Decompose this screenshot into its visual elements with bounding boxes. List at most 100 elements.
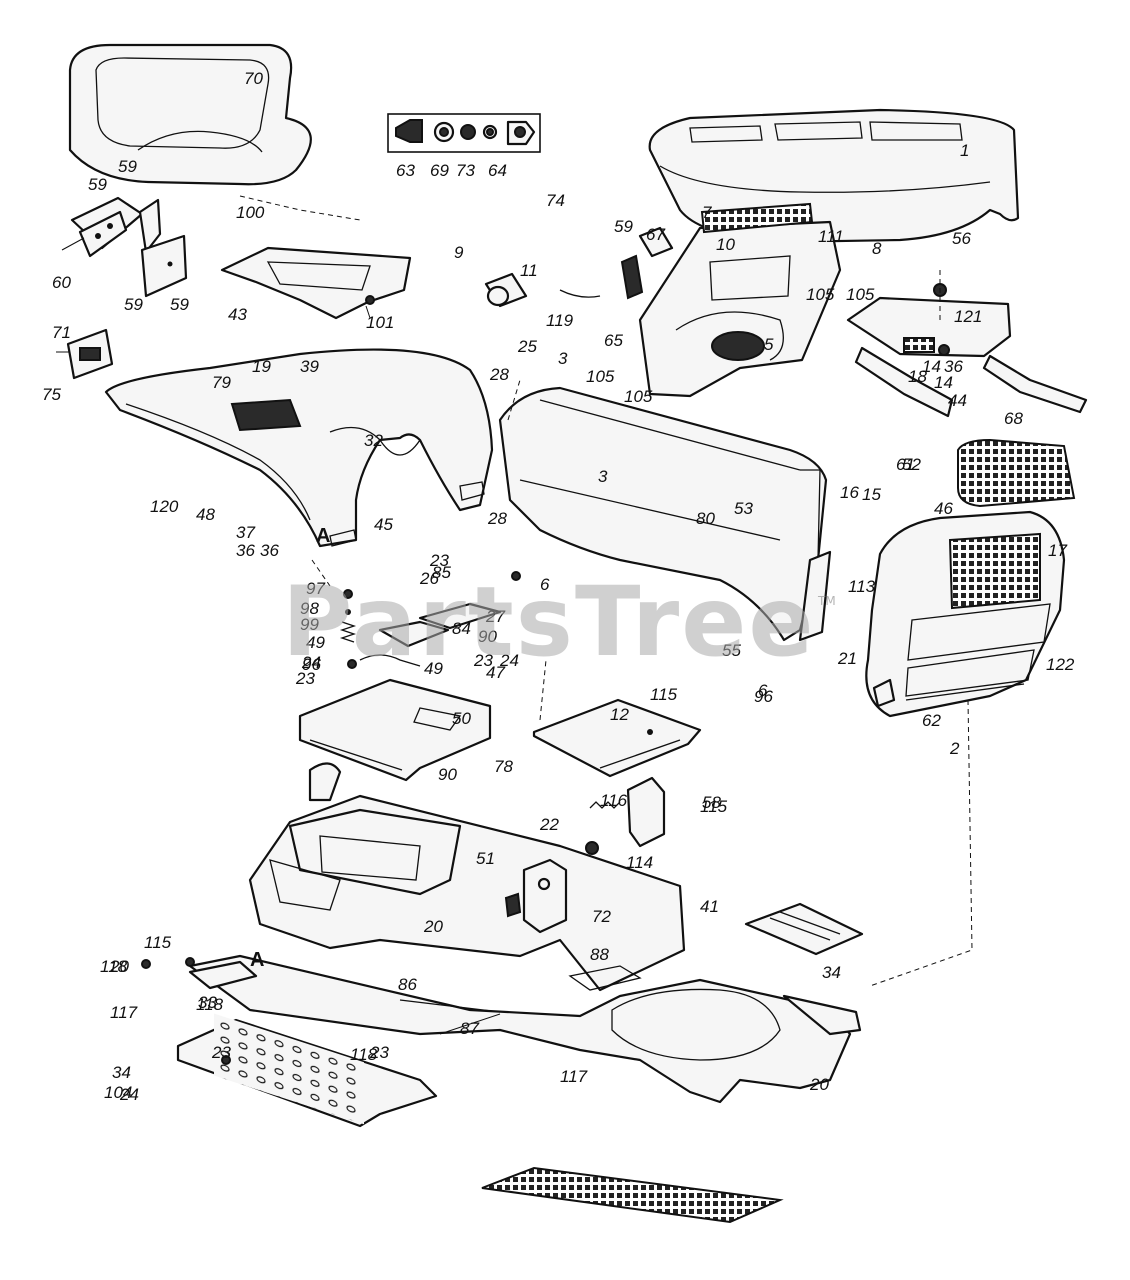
callout-23: 23 [295,669,315,688]
drawbar-bracket-part[interactable] [141,957,258,990]
callout-101: 101 [366,313,394,332]
footrest-mat-part[interactable] [481,1166,784,1224]
callout-22: 22 [539,815,559,834]
callout-52: 52 [902,455,921,474]
callout-97: 97 [306,579,325,598]
callout-2: 2 [949,739,960,758]
callout-9: 9 [454,243,464,262]
callout-55: 55 [722,641,741,660]
footrest-left-part[interactable] [176,1013,438,1128]
callout-25: 25 [517,337,537,356]
callout-61: 61 [896,455,915,474]
watermark-trademark: TM [818,594,836,608]
callout-51: 51 [476,849,495,868]
callout-64: 64 [488,161,507,180]
callout-59: 59 [124,295,143,314]
callout-116: 116 [600,791,628,810]
callout-115: 115 [650,685,678,704]
callout-6: 6 [758,681,768,700]
frame-part[interactable] [248,762,686,992]
callout-37: 37 [236,523,255,542]
callout-74: 74 [546,191,565,210]
callout-24: 24 [301,653,321,672]
callout-58: 58 [702,793,721,812]
switch-part[interactable] [56,328,114,380]
callout-87: 87 [460,1019,479,1038]
callout-90: 90 [438,765,457,784]
callout-117: 117 [560,1067,588,1086]
dash-panel-part[interactable] [498,386,832,642]
callout-122: 122 [1046,655,1075,674]
callout-8: 8 [872,239,882,258]
callout-80: 80 [696,509,715,528]
callout-115: 115 [144,933,172,952]
callout-27: 27 [485,607,505,626]
callout-113: 113 [848,577,876,596]
ignition-kit-part[interactable] [387,113,541,153]
callout-24: 24 [499,651,519,670]
callout-59: 59 [614,217,633,236]
reference-letter-a: A [316,525,330,547]
callout-115: 115 [700,797,728,816]
console-small-parts[interactable] [484,226,674,308]
callout-14: 14 [922,357,941,376]
callout-72: 72 [592,907,611,926]
battery-tray-part[interactable] [846,283,1088,418]
callout-19: 19 [252,357,271,376]
callout-60: 60 [52,273,71,292]
callout-63: 63 [396,161,415,180]
callout-23: 23 [211,1043,231,1062]
callout-28: 28 [487,509,507,528]
reference-letter-a: A [250,949,264,971]
callout-69: 69 [430,161,449,180]
callout-105: 105 [586,367,615,386]
callout-44: 44 [948,391,967,410]
callout-46: 46 [934,499,953,518]
fender-part[interactable] [104,348,494,548]
grille-part[interactable] [957,438,1076,508]
seat-part[interactable] [68,43,312,186]
brake-bracket-part[interactable] [504,776,666,934]
callout-111: 111 [818,227,844,246]
callout-34: 34 [822,963,841,982]
callout-7: 7 [702,203,712,222]
callout-114: 114 [626,853,653,872]
callout-118: 118 [196,995,224,1014]
nose-assembly-part[interactable] [865,510,1066,718]
linkage-parts[interactable] [339,571,521,717]
callout-119: 119 [546,311,574,330]
steering-console-part[interactable] [638,202,842,398]
callout-17: 17 [1048,541,1067,560]
callout-59: 59 [170,295,189,314]
callout-86: 86 [398,975,417,994]
callout-105: 105 [846,285,875,304]
callout-70: 70 [244,69,263,88]
chassis-part[interactable] [188,954,862,1104]
callout-3: 3 [558,349,568,368]
callout-32: 32 [364,431,383,450]
callout-65: 65 [604,331,623,350]
access-panel-part[interactable] [532,698,702,778]
callout-20: 20 [109,957,129,976]
callout-36: 36 [236,541,255,560]
callout-15: 15 [862,485,881,504]
callout-84: 84 [452,619,471,638]
lift-plate-part[interactable] [298,678,492,782]
callout-96: 96 [754,687,773,706]
callout-21: 21 [837,649,857,668]
callout-53: 53 [734,499,753,518]
callout-56: 56 [952,229,971,248]
callout-36: 36 [944,357,963,376]
callout-120: 120 [150,497,179,516]
footrest-right-part[interactable] [744,902,864,956]
callout-78: 78 [494,757,513,776]
seat-plate-part[interactable] [220,195,412,320]
seat-spring-bracket-part[interactable] [61,196,188,298]
callout-48: 48 [196,505,215,524]
callout-85: 85 [432,563,451,582]
callout-50: 50 [452,709,471,728]
callout-12: 12 [610,705,629,724]
callout-10: 10 [716,235,735,254]
